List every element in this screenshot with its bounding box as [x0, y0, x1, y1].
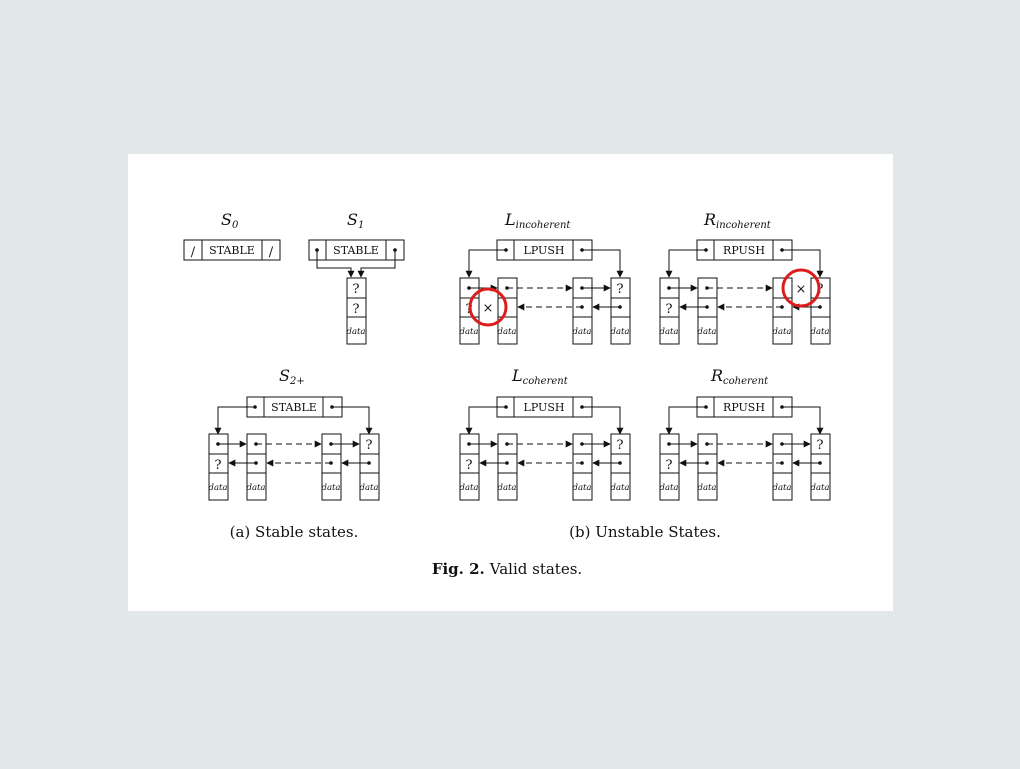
- svg-text:?: ?: [353, 282, 360, 297]
- status-stable: STABLE: [271, 401, 317, 414]
- state-r-incoherent: Rincoherent RPUSH × ? ? data data: [659, 210, 831, 345]
- svg-text:data: data: [698, 483, 717, 493]
- svg-text:data: data: [322, 483, 341, 493]
- svg-text:data: data: [611, 483, 630, 493]
- status-rpush: RPUSH: [723, 401, 765, 414]
- svg-text:data: data: [460, 327, 479, 337]
- svg-text:data: data: [660, 483, 679, 493]
- state-label-l-incoherent: Lincoherent: [504, 210, 571, 231]
- svg-text:data: data: [611, 327, 630, 337]
- caption-b: (b) Unstable States.: [569, 523, 721, 541]
- svg-text:data: data: [360, 483, 379, 493]
- svg-text:?: ?: [666, 458, 673, 473]
- state-label-s1: S1: [347, 210, 364, 231]
- status-lpush: LPUSH: [524, 401, 565, 414]
- node-list: ? ? data data data data: [208, 433, 380, 501]
- null-slash-right: /: [269, 245, 274, 260]
- highlight-circle: [468, 287, 508, 327]
- svg-text:data: data: [347, 327, 366, 337]
- state-l-incoherent: Lincoherent LPUSH ? ? × data data: [459, 210, 631, 345]
- svg-text:?: ?: [366, 438, 373, 453]
- svg-text:data: data: [498, 483, 517, 493]
- svg-text:?: ?: [215, 458, 222, 473]
- highlight-circle: [781, 268, 821, 308]
- anchor-box: [308, 239, 405, 261]
- caption-a: (a) Stable states.: [230, 523, 359, 541]
- status-stable: STABLE: [209, 244, 255, 257]
- svg-text:data: data: [811, 327, 830, 337]
- svg-text:?: ?: [353, 302, 360, 317]
- node-list: × ? ? data data data data: [659, 277, 831, 345]
- svg-text:data: data: [773, 327, 792, 337]
- state-r-coherent: Rcoherent RPUSH ? ? data data: [659, 366, 831, 501]
- node-list: ? ? data data data data: [459, 433, 631, 501]
- cross-mark: ×: [483, 301, 494, 316]
- status-lpush: LPUSH: [524, 244, 565, 257]
- node-list: ? ? × data data data data: [459, 277, 631, 345]
- svg-text:data: data: [498, 327, 517, 337]
- svg-text:data: data: [811, 483, 830, 493]
- cross-mark: ×: [796, 282, 807, 297]
- state-l-coherent: Lcoherent LPUSH ? ? data data: [459, 366, 631, 501]
- svg-text:data: data: [460, 483, 479, 493]
- state-label-s2plus: S2+: [279, 366, 305, 387]
- svg-text:?: ?: [617, 438, 624, 453]
- figure-caption: Fig. 2.Valid states.: [432, 560, 582, 578]
- node-list: ? ? data data data data: [659, 433, 831, 501]
- svg-text:data: data: [773, 483, 792, 493]
- svg-text:data: data: [573, 483, 592, 493]
- anchor-box: [183, 239, 281, 261]
- state-label-l-coherent: Lcoherent: [511, 366, 569, 387]
- state-s1: S1 STABLE ? ? data: [308, 210, 405, 345]
- svg-text:data: data: [209, 483, 228, 493]
- null-slash-left: /: [191, 245, 196, 260]
- state-label-s0: S0: [221, 210, 239, 231]
- svg-text:?: ?: [666, 302, 673, 317]
- svg-text:data: data: [573, 327, 592, 337]
- node-single: ? ? data: [346, 277, 367, 345]
- svg-text:data: data: [247, 483, 266, 493]
- status-stable: STABLE: [333, 244, 379, 257]
- svg-text:?: ?: [617, 282, 624, 297]
- state-s0: S0 / STABLE /: [183, 210, 281, 261]
- svg-text:data: data: [698, 327, 717, 337]
- status-rpush: RPUSH: [723, 244, 765, 257]
- svg-text:data: data: [660, 327, 679, 337]
- svg-text:?: ?: [466, 458, 473, 473]
- svg-text:?: ?: [817, 438, 824, 453]
- state-label-r-coherent: Rcoherent: [710, 366, 769, 387]
- state-s2plus: S2+ STABLE ? ?: [208, 366, 380, 501]
- paper-sheet: [128, 154, 893, 611]
- state-label-r-incoherent: Rincoherent: [703, 210, 772, 231]
